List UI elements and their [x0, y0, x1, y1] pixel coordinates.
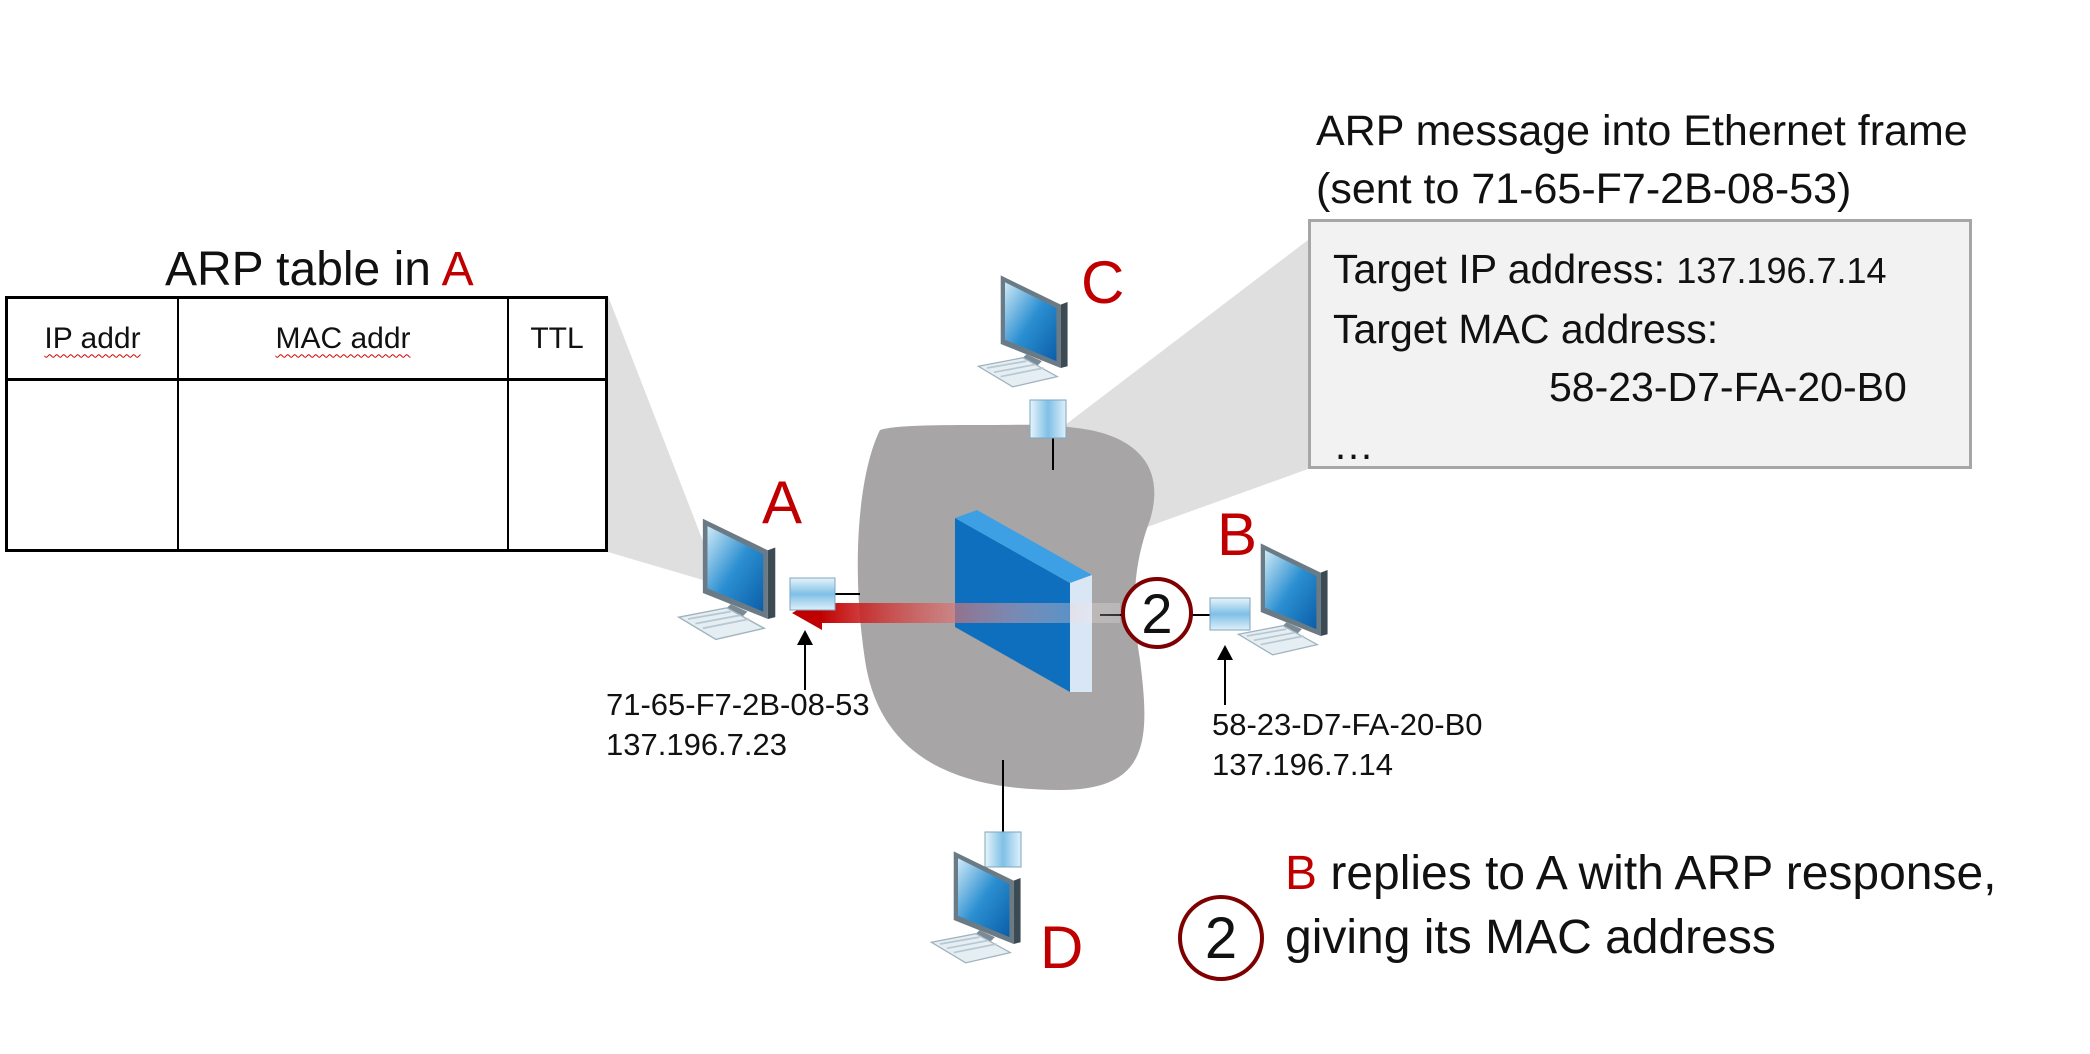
node-label-b: B [1217, 501, 1258, 568]
arp-table-title-node: A [441, 243, 474, 296]
arp-table-title: ARP table in A [165, 242, 474, 297]
arp-header-mac-text: MAC addr [275, 321, 411, 355]
node-label-c: C [1081, 249, 1125, 316]
target-mac-label: Target MAC address: [1333, 306, 1719, 352]
frame-title: ARP message into Ethernet frame (sent to… [1316, 102, 1968, 218]
arp-header-ip: IP addr [8, 299, 179, 378]
nic-d [984, 831, 1022, 868]
step-marker-caption: 2 [1178, 895, 1264, 981]
computer-d-icon [930, 850, 1022, 964]
nic-b [1209, 597, 1251, 631]
step-text-line2: giving its MAC address [1285, 911, 1776, 964]
target-mac-value: 58-23-D7-FA-20-B0 [1549, 364, 1907, 410]
node-b-addresses: 58-23-D7-FA-20-B0 137.196.7.14 [1212, 705, 1483, 785]
node-label-d: D [1040, 914, 1084, 981]
node-a-ip: 137.196.7.23 [606, 727, 788, 762]
arp-table: IP addr MAC addr TTL [5, 296, 608, 552]
frame-title-line1: ARP message into Ethernet frame [1316, 107, 1968, 155]
pointer-b-icon [1217, 645, 1233, 660]
arp-header-mac: MAC addr [179, 299, 509, 378]
arp-table-header: IP addr MAC addr TTL [8, 299, 605, 381]
target-ip-value: 137.196.7.14 [1676, 250, 1887, 291]
arp-cell-mac [179, 381, 509, 549]
target-ip-row: Target IP address: 137.196.7.14 [1333, 240, 1969, 300]
arp-table-title-prefix: ARP table in [165, 243, 442, 296]
table-callout-projection [608, 296, 720, 585]
step-actor: B [1285, 847, 1318, 900]
step-caption: B replies to A with ARP response, giving… [1285, 842, 1997, 970]
step-caption-line1: B replies to A with ARP response, [1285, 842, 1997, 906]
response-arrow [820, 603, 1120, 623]
arp-table-body [8, 381, 605, 549]
frame-title-line2: (sent to 71-65-F7-2B-08-53) [1316, 165, 1852, 213]
arp-cell-ttl [509, 381, 605, 549]
arp-header-ip-text: IP addr [44, 321, 141, 355]
arp-message-box: Target IP address: 137.196.7.14 Target M… [1308, 219, 1972, 469]
target-ip-label: Target IP address: [1333, 246, 1677, 292]
computer-c-icon [977, 274, 1069, 388]
node-a-addresses: 71-65-F7-2B-08-53 137.196.7.23 [606, 685, 870, 765]
node-b-ip: 137.196.7.14 [1212, 747, 1394, 782]
step-marker-network: 2 [1121, 577, 1193, 649]
node-a-mac: 71-65-F7-2B-08-53 [606, 687, 870, 722]
pointer-a-icon [797, 630, 813, 645]
arp-header-ttl: TTL [530, 321, 584, 355]
node-b-mac: 58-23-D7-FA-20-B0 [1212, 707, 1483, 742]
nic-a [789, 577, 836, 611]
nic-c [1029, 399, 1067, 439]
message-ellipsis: … [1333, 422, 1374, 468]
node-label-a: A [762, 469, 803, 536]
arp-cell-ip [8, 381, 179, 549]
step-text-line1: replies to A with ARP response, [1317, 847, 1997, 900]
